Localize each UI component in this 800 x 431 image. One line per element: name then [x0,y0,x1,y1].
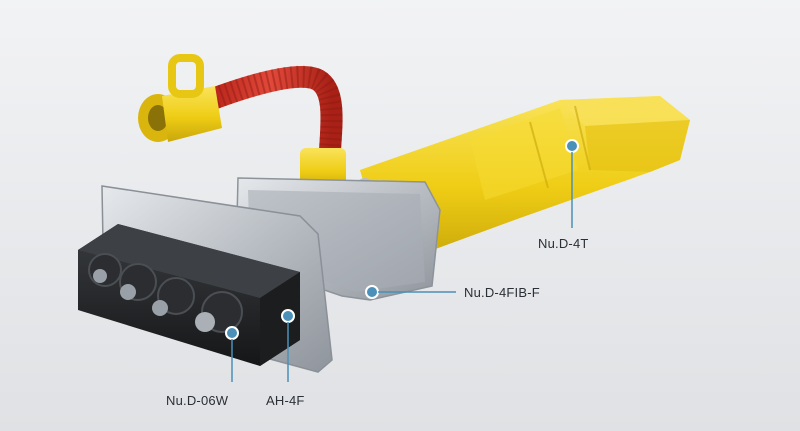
yellow-end-cap [138,54,222,142]
callout-ah-4f [281,309,295,382]
label-nu-d-4t: Nu.D-4T [538,236,589,251]
cable-glands [88,253,243,333]
label-nu-d-4fib-f: Nu.D-4FIB-F [464,285,540,300]
callout-nu-d-4t [565,139,579,228]
callout-nu-d-06w [225,326,239,382]
callout-nu-d-4fib-f [365,285,456,299]
yellow-housing [360,96,690,262]
label-ah-4f: AH-4F [266,393,305,408]
label-nu-d-06w: Nu.D-06W [166,393,229,408]
